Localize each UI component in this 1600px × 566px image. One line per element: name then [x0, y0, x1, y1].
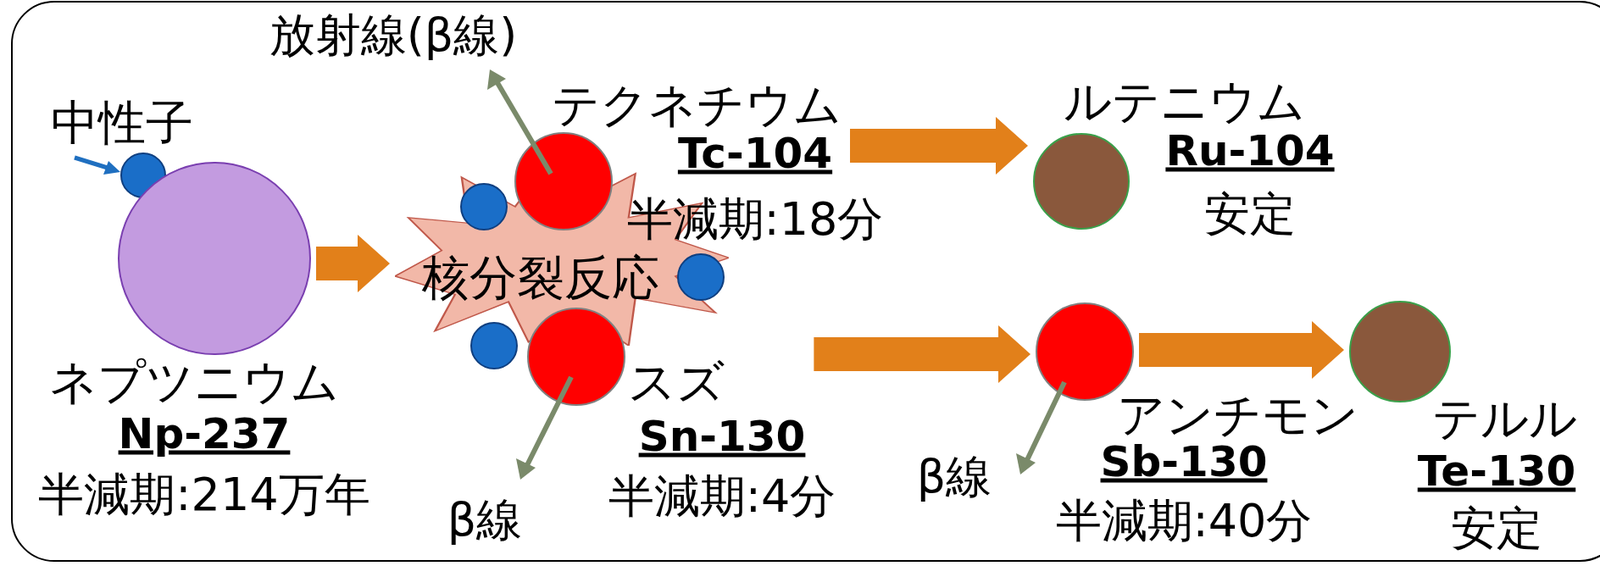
- nucleus-circle: [1035, 302, 1134, 401]
- half-life-label: 安定: [1450, 503, 1543, 554]
- half-life-label: 半減期:4分: [608, 471, 837, 522]
- reaction-arrow: [850, 116, 1028, 175]
- nuclide-node: テルルTe-130安定: [1349, 300, 1451, 403]
- isotope-label: Tc-104: [677, 130, 833, 178]
- isotope-label: Te-130: [1417, 448, 1577, 495]
- beta-ray-label: 放射線(β線): [269, 10, 518, 61]
- nucleus-circle: [1033, 133, 1130, 230]
- node-name: ネプツニウム: [49, 355, 339, 409]
- node-label: 核分裂反応: [422, 251, 660, 305]
- beta-ray-arrow: [516, 377, 572, 480]
- reaction-arrow: [316, 234, 390, 293]
- isotope-label: Ru-104: [1165, 127, 1334, 175]
- node-name: アンチモン: [1116, 388, 1359, 442]
- nucleus-circle: [117, 161, 312, 356]
- half-life-label: 安定: [1204, 188, 1296, 239]
- nucleus-circle: [514, 132, 613, 231]
- nuclide-node: ネプツニウムNp-237半減期:214万年: [117, 161, 312, 356]
- outer-frame: [11, 1, 1600, 562]
- beta-ray-label: β線: [916, 451, 992, 502]
- nuclide-node: テクネチウムTc-104半減期:18分: [514, 75, 845, 231]
- reaction-arrow: [1138, 321, 1345, 379]
- neutron-circle: [471, 322, 517, 369]
- incoming-neutron-arrow: [74, 157, 121, 175]
- beta-ray-arrow: [487, 69, 551, 174]
- node-name: テルル: [1432, 392, 1578, 445]
- nucleus-circle: [1349, 300, 1451, 403]
- isotope-label: Sn-130: [638, 413, 806, 461]
- nucleus-circle: [527, 307, 626, 406]
- half-life-label: 半減期:40分: [1055, 495, 1313, 546]
- node-name: テクネチウム: [551, 78, 842, 132]
- node-name: ルテニウム: [1063, 75, 1306, 128]
- node-label: 中性子: [50, 96, 194, 150]
- half-life-label: 半減期:18分: [627, 194, 884, 245]
- neutron-circle: [461, 183, 507, 230]
- nuclide-node: アンチモンSb-130半減期:40分: [1035, 302, 1134, 401]
- isotope-label: Sb-130: [1100, 438, 1268, 486]
- beta-ray-label: β線: [447, 494, 523, 545]
- nuclide-node: ルテニウムRu-104安定: [1033, 133, 1130, 230]
- reaction-arrow: [813, 325, 1031, 384]
- node-name: スズ: [627, 355, 725, 409]
- neutron-circle: [677, 254, 724, 300]
- half-life-label: 半減期:214万年: [38, 469, 370, 520]
- beta-ray-arrow: [1016, 382, 1065, 475]
- isotope-label: Np-237: [118, 411, 291, 458]
